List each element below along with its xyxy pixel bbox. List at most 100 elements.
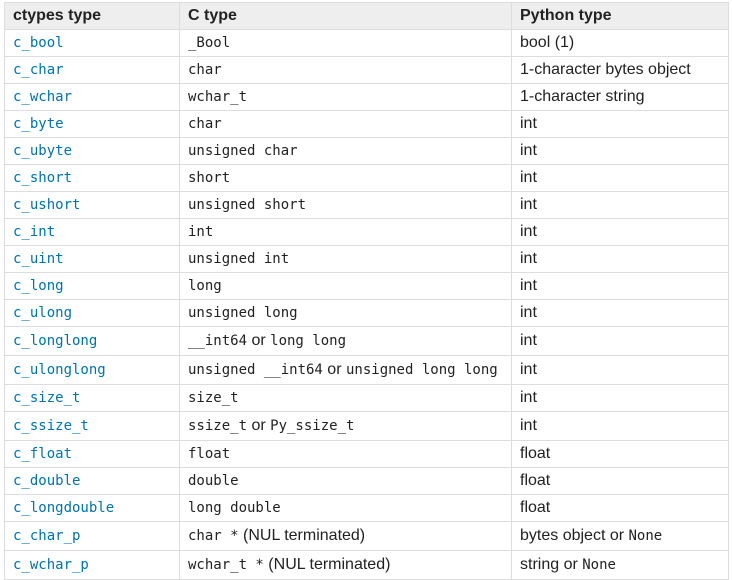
ctypes-type-cell: c_uint	[4, 245, 180, 273]
ctypes-type-cell: c_ulonglong	[4, 355, 180, 385]
python-type-cell: int	[511, 355, 729, 385]
c-type-code: int	[188, 224, 214, 240]
header-row: ctypes type C type Python type	[4, 2, 729, 30]
ctypes-type-link[interactable]: c_longlong	[13, 333, 98, 349]
ctypes-type-link[interactable]: c_short	[13, 170, 73, 186]
python-type-text: int	[520, 169, 537, 186]
ctypes-type-link[interactable]: c_char	[13, 62, 64, 78]
table-row: c_double double float	[4, 467, 729, 495]
c-type-cell: unsigned int	[179, 245, 512, 273]
c-type-cell: _Bool	[179, 29, 512, 57]
c-type-cell: double	[179, 467, 512, 495]
python-type-text: int	[520, 332, 537, 349]
python-type-cell: float	[511, 494, 729, 522]
python-type-cell: int	[511, 384, 729, 412]
ctypes-type-cell: c_long	[4, 272, 180, 300]
python-type-text: int	[520, 277, 537, 294]
ctypes-fundamental-types-table: ctypes type C type Python type c_bool _Bo…	[4, 2, 729, 580]
c-type-code: long long	[270, 333, 346, 349]
ctypes-type-cell: c_longdouble	[4, 494, 180, 522]
python-type-code: None	[582, 557, 616, 573]
ctypes-type-cell: c_ushort	[4, 191, 180, 219]
header-python-type: Python type	[511, 2, 729, 30]
c-type-code: char	[188, 62, 222, 78]
c-type-cell: unsigned long	[179, 299, 512, 327]
c-type-code: unsigned long long	[345, 362, 498, 378]
ctypes-type-link[interactable]: c_double	[13, 473, 81, 489]
python-type-cell: 1-character string	[511, 83, 729, 111]
table-row: c_bool _Bool bool (1)	[4, 29, 729, 57]
ctypes-type-cell: c_double	[4, 467, 180, 495]
python-type-cell: int	[511, 218, 729, 246]
table-row: c_wchar wchar_t 1-character string	[4, 83, 729, 111]
c-type-cell: short	[179, 164, 512, 192]
ctypes-type-link[interactable]: c_char_p	[13, 528, 81, 544]
ctypes-type-link[interactable]: c_float	[13, 446, 73, 462]
c-type-code: float	[188, 446, 231, 462]
ctypes-type-cell: c_wchar	[4, 83, 180, 111]
c-type-code: short	[188, 170, 231, 186]
ctypes-type-link[interactable]: c_ubyte	[13, 143, 73, 159]
ctypes-type-link[interactable]: c_size_t	[13, 390, 81, 406]
ctypes-type-link[interactable]: c_bool	[13, 35, 64, 51]
table-row: c_byte char int	[4, 110, 729, 138]
header-c-type: C type	[179, 2, 512, 30]
ctypes-type-link[interactable]: c_ssize_t	[13, 418, 89, 434]
table-row: c_wchar_p wchar_t * (NUL terminated)strin…	[4, 550, 729, 580]
ctypes-type-cell: c_ulong	[4, 299, 180, 327]
python-type-cell: bool (1)	[511, 29, 729, 57]
c-type-cell: char * (NUL terminated)	[179, 521, 512, 551]
ctypes-type-cell: c_longlong	[4, 326, 180, 356]
table-row: c_size_t size_t int	[4, 384, 729, 412]
python-type-code: None	[628, 528, 663, 544]
python-type-cell: string or None	[511, 550, 729, 580]
c-type-code: char	[188, 116, 222, 132]
python-type-text: float	[520, 472, 551, 489]
c-type-cell: wchar_t	[179, 83, 512, 111]
ctypes-type-link[interactable]: c_ulonglong	[13, 362, 106, 378]
ctypes-type-link[interactable]: c_longdouble	[13, 500, 115, 516]
header-ctypes-type: ctypes type	[4, 2, 180, 30]
c-type-code: double	[188, 473, 239, 489]
python-type-cell: int	[511, 164, 729, 192]
c-type-cell: char	[179, 56, 512, 84]
c-type-code: _Bool	[188, 35, 231, 51]
ctypes-type-link[interactable]: c_wchar_p	[13, 557, 89, 573]
python-type-cell: int	[511, 272, 729, 300]
ctypes-type-link[interactable]: c_ushort	[13, 197, 81, 213]
python-type-text: int	[520, 115, 537, 132]
python-type-cell: bytes object or None	[511, 521, 729, 551]
ctypes-type-link[interactable]: c_uint	[13, 251, 64, 267]
ctypes-type-cell: c_byte	[4, 110, 180, 138]
c-type-text: or	[247, 417, 271, 434]
python-type-cell: int	[511, 191, 729, 219]
ctypes-type-link[interactable]: c_byte	[13, 116, 64, 132]
c-type-code: Py_ssize_t	[270, 418, 355, 434]
ctypes-type-link[interactable]: c_ulong	[13, 305, 73, 321]
python-type-cell: int	[511, 411, 729, 441]
ctypes-type-cell: c_bool	[4, 29, 180, 57]
ctypes-type-cell: c_char	[4, 56, 180, 84]
c-type-cell: ssize_t or Py_ssize_t	[179, 411, 512, 441]
python-type-cell: int	[511, 245, 729, 273]
ctypes-type-cell: c_size_t	[4, 384, 180, 412]
c-type-code: char *	[188, 528, 239, 544]
c-type-cell: int	[179, 218, 512, 246]
c-type-code: size_t	[188, 390, 239, 406]
c-type-code: unsigned long	[188, 305, 298, 321]
python-type-text: 1-character string	[520, 88, 645, 105]
ctypes-type-link[interactable]: c_int	[13, 224, 56, 240]
ctypes-type-link[interactable]: c_long	[13, 278, 64, 294]
c-type-cell: wchar_t * (NUL terminated)	[179, 550, 512, 580]
ctypes-type-link[interactable]: c_wchar	[13, 89, 73, 105]
python-type-text: 1-character bytes object	[520, 61, 691, 78]
c-type-code: unsigned char	[188, 143, 298, 159]
python-type-cell: int	[511, 326, 729, 356]
